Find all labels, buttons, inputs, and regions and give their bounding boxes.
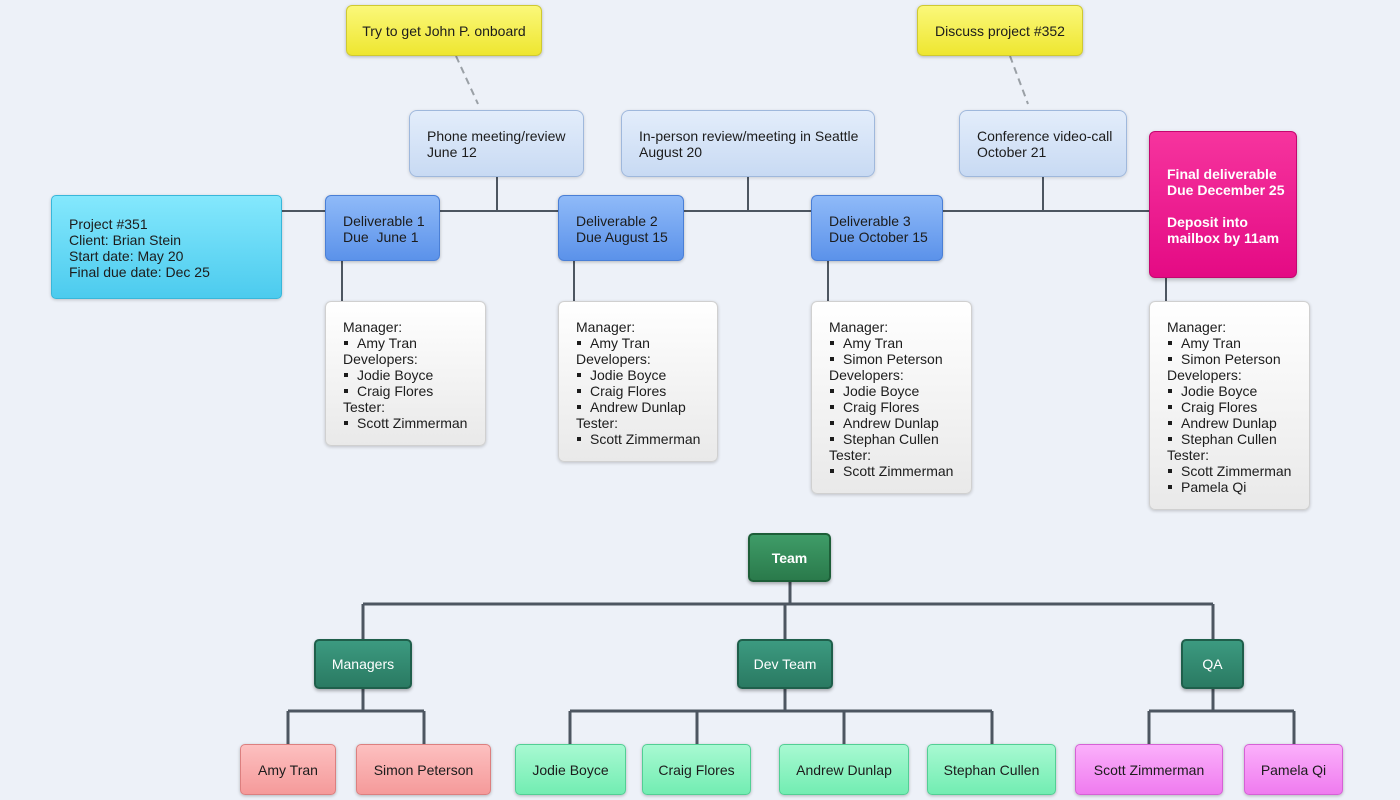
roster-role-heading: Developers:	[829, 367, 904, 383]
event-title: In-person review/meeting in Seattle	[639, 128, 859, 144]
roster-person: Craig Flores	[576, 383, 717, 399]
event-conference-call[interactable]: Conference video-call October 21	[959, 110, 1127, 177]
org-member-andrew-dunlap[interactable]: Andrew Dunlap	[779, 744, 909, 795]
event-phone-meeting[interactable]: Phone meeting/review June 12	[409, 110, 584, 177]
roster-role-heading: Manager:	[576, 319, 636, 335]
deliverable-title: Deliverable 2	[576, 213, 658, 229]
roster-role-heading: Developers:	[576, 351, 651, 367]
org-member-pamela-qi[interactable]: Pamela Qi	[1244, 744, 1343, 795]
roster-person: Amy Tran	[576, 335, 717, 351]
roster-role-heading: Tester:	[343, 399, 386, 415]
roster-person: Andrew Dunlap	[576, 399, 717, 415]
note-discuss-project-352-text: Discuss project #352	[935, 22, 1065, 39]
final-title: Final deliverable	[1167, 166, 1277, 182]
roster-role-heading: Manager:	[343, 319, 403, 335]
org-member-name: Amy Tran	[258, 761, 318, 778]
event-title: Conference video-call	[977, 128, 1113, 144]
event-date: June 12	[427, 144, 477, 160]
org-member-amy-tran[interactable]: Amy Tran	[240, 744, 336, 795]
roster-person: Amy Tran	[343, 335, 485, 351]
roster-role-heading: Tester:	[829, 447, 872, 463]
org-team-root[interactable]: Team	[748, 533, 831, 582]
final-spacer	[1167, 198, 1296, 214]
deliverable-1[interactable]: Deliverable 1 Due June 1	[325, 195, 440, 261]
roster-person: Simon Peterson	[829, 351, 971, 367]
event-in-person-review[interactable]: In-person review/meeting in Seattle Augu…	[621, 110, 875, 177]
final-instruction-1: Deposit into	[1167, 214, 1248, 230]
deliverable-due: Due October 15	[829, 229, 928, 245]
roster-person: Andrew Dunlap	[829, 415, 971, 431]
org-group-label: QA	[1202, 656, 1223, 672]
roster-person: Pamela Qi	[1167, 479, 1309, 495]
note-john-onboard-text: Try to get John P. onboard	[362, 22, 526, 39]
roster-person: Scott Zimmerman	[1167, 463, 1309, 479]
project-client: Client: Brian Stein	[69, 232, 182, 248]
org-member-craig-flores[interactable]: Craig Flores	[642, 744, 751, 795]
roster-person: Amy Tran	[1167, 335, 1309, 351]
deliverable-2[interactable]: Deliverable 2 Due August 15	[558, 195, 684, 261]
project-name: Project #351	[69, 216, 148, 232]
event-date: August 20	[639, 144, 703, 160]
event-title: Phone meeting/review	[427, 128, 566, 144]
org-member-name: Craig Flores	[658, 761, 735, 778]
roster-role-heading: Manager:	[1167, 319, 1227, 335]
org-member-name: Andrew Dunlap	[796, 761, 892, 778]
org-member-simon-peterson[interactable]: Simon Peterson	[356, 744, 491, 795]
roster-person: Stephan Cullen	[1167, 431, 1309, 447]
roster-person: Scott Zimmerman	[576, 431, 717, 447]
deliverable-3[interactable]: Deliverable 3 Due October 15	[811, 195, 943, 261]
roster-role-heading: Tester:	[576, 415, 619, 431]
roster-person: Craig Flores	[343, 383, 485, 399]
deliverable-title: Deliverable 3	[829, 213, 911, 229]
org-group-label: Managers	[331, 656, 395, 672]
deliverable-due: Due August 15	[576, 229, 668, 245]
final-instruction-2: mailbox by 11am	[1167, 230, 1280, 246]
roster-role-heading: Developers:	[1167, 367, 1242, 383]
roster-role-heading: Tester:	[1167, 447, 1210, 463]
roster-person: Jodie Boyce	[829, 383, 971, 399]
roster-person: Amy Tran	[829, 335, 971, 351]
project-351-box[interactable]: Project #351 Client: Brian Stein Start d…	[51, 195, 282, 299]
org-member-name: Simon Peterson	[373, 761, 474, 778]
org-member-jodie-boyce[interactable]: Jodie Boyce	[515, 744, 626, 795]
roster-person: Andrew Dunlap	[1167, 415, 1309, 431]
project-start-date: Start date: May 20	[69, 248, 184, 264]
org-group-dev-team[interactable]: Dev Team	[737, 639, 833, 689]
org-member-scott-zimmerman[interactable]: Scott Zimmerman	[1075, 744, 1223, 795]
org-group-qa[interactable]: QA	[1181, 639, 1244, 689]
org-member-stephan-cullen[interactable]: Stephan Cullen	[927, 744, 1056, 795]
roster-person: Jodie Boyce	[576, 367, 717, 383]
roster-person: Jodie Boyce	[343, 367, 485, 383]
roster-person: Craig Flores	[829, 399, 971, 415]
final-deliverable[interactable]: Final deliverable Due December 25 Deposi…	[1149, 131, 1297, 278]
roster-person: Stephan Cullen	[829, 431, 971, 447]
note-john-onboard[interactable]: Try to get John P. onboard	[346, 5, 542, 56]
final-due: Due December 25	[1167, 182, 1285, 198]
deliverable-due: Due June 1	[343, 229, 419, 245]
org-member-name: Jodie Boyce	[532, 761, 609, 778]
note-discuss-project-352[interactable]: Discuss project #352	[917, 5, 1083, 56]
deliverable-title: Deliverable 1	[343, 213, 425, 229]
roster-role-heading: Manager:	[829, 319, 889, 335]
event-date: October 21	[977, 144, 1047, 160]
roster-person: Scott Zimmerman	[343, 415, 485, 431]
roster-role-heading: Developers:	[343, 351, 418, 367]
roster-person: Craig Flores	[1167, 399, 1309, 415]
org-team-label: Team	[771, 549, 808, 566]
roster-person: Simon Peterson	[1167, 351, 1309, 367]
org-group-managers[interactable]: Managers	[314, 639, 412, 689]
project-final-due: Final due date: Dec 25	[69, 264, 210, 280]
roster-person: Scott Zimmerman	[829, 463, 971, 479]
org-member-name: Stephan Cullen	[943, 761, 1040, 778]
org-member-name: Scott Zimmerman	[1093, 761, 1205, 778]
roster-person: Jodie Boyce	[1167, 383, 1309, 399]
org-member-name: Pamela Qi	[1260, 761, 1327, 778]
org-group-label: Dev Team	[753, 656, 817, 672]
